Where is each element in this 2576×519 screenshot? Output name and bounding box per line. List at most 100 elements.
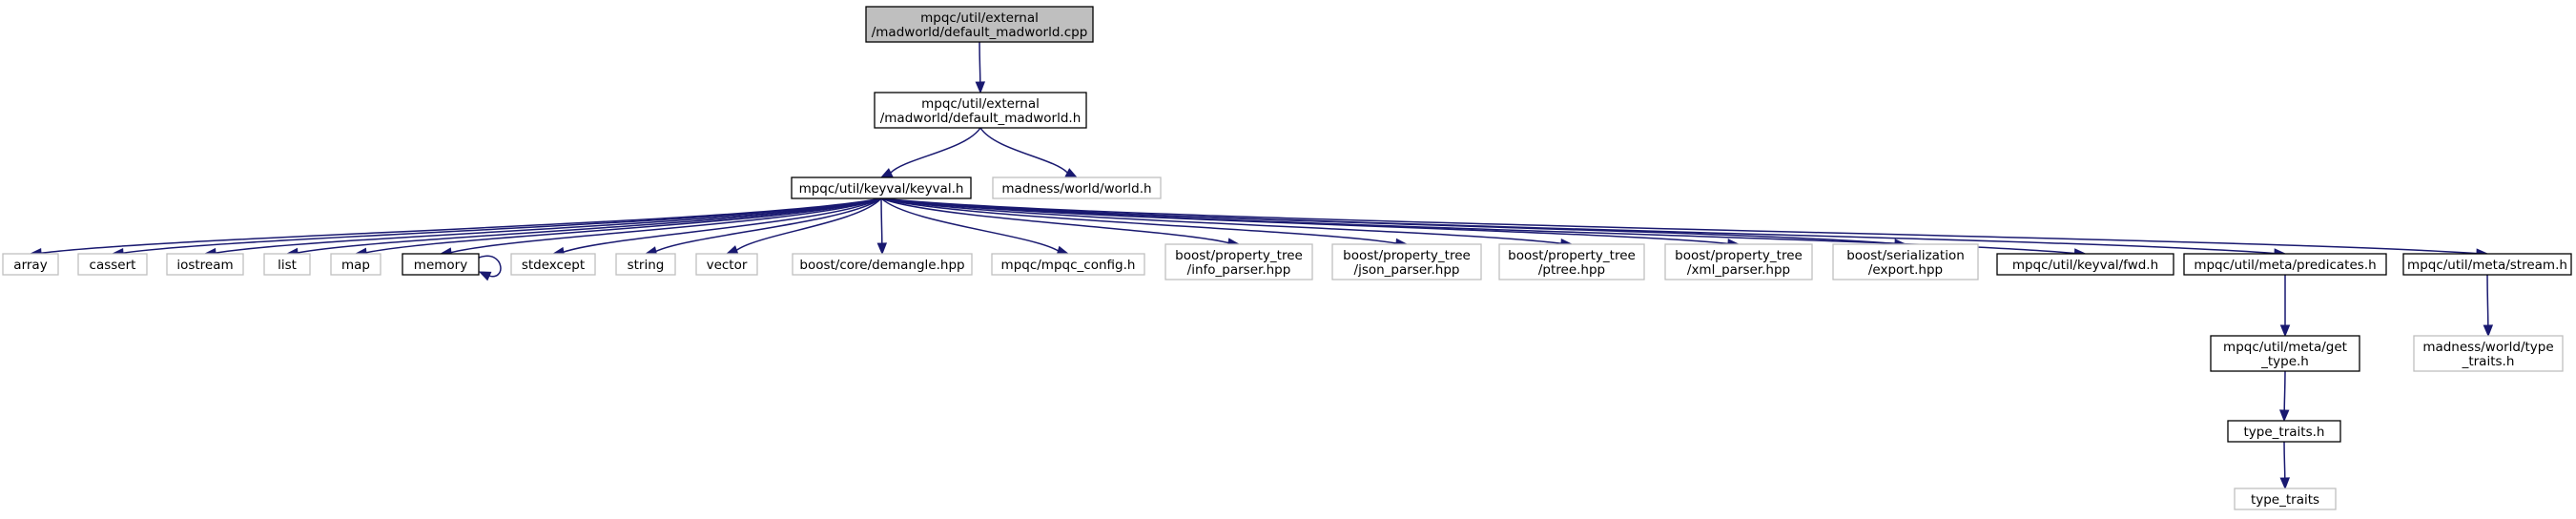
node-label: /xml_parser.hpp: [1687, 262, 1790, 278]
edge-gettype-to-tth: [2278, 370, 2290, 423]
edge-line: [979, 41, 981, 83]
node-box: [695, 253, 758, 276]
node-map: map: [330, 253, 381, 276]
edge-line: [880, 197, 883, 244]
node-demangle: boost/core/demangle.hpp: [792, 253, 973, 276]
edge-line: [2283, 441, 2286, 479]
node-label: /json_parser.hpp: [1354, 262, 1460, 278]
node-box: [874, 92, 1087, 129]
edges-layer: [29, 41, 2494, 490]
node-label: mpqc/mpqc_config.h: [1001, 258, 1136, 273]
node-json: boost/property_tree/json_parser.hpp: [1331, 243, 1482, 280]
node-box: [992, 176, 1162, 199]
node-label: array: [13, 258, 47, 273]
node-label: vector: [707, 258, 748, 273]
edge-arrowhead: [2278, 409, 2290, 423]
edge-line: [735, 197, 882, 251]
node-label: boost/property_tree: [1508, 248, 1636, 263]
edge-arrowhead: [879, 168, 894, 178]
node-box: [1996, 253, 2174, 276]
node-box: [166, 253, 244, 276]
node-label: string: [628, 258, 665, 273]
node-label: boost/serialization: [1846, 248, 1965, 263]
node-label: boost/property_tree: [1175, 248, 1303, 263]
node-label: _traits.h: [2462, 354, 2515, 369]
node-box: [2402, 253, 2572, 276]
edge-arrowhead: [2279, 324, 2291, 338]
edge-line: [40, 197, 882, 255]
edge-arrowhead: [1064, 168, 1079, 178]
edge-line: [365, 197, 882, 254]
edge-line: [890, 127, 981, 174]
node-label: _type.h: [2260, 354, 2309, 369]
node-box: [791, 176, 972, 199]
node-tth[interactable]: type_traits.h: [2227, 420, 2341, 443]
node-label: list: [278, 258, 297, 273]
node-box: [402, 253, 480, 276]
node-dmh[interactable]: mpqc/util/external/madworld/default_madw…: [874, 92, 1087, 129]
edge-arrowhead: [975, 81, 986, 94]
node-string: string: [615, 253, 676, 276]
node-box: [2183, 253, 2387, 276]
edge-line: [2486, 274, 2489, 326]
node-fwd[interactable]: mpqc/util/keyval/fwd.h: [1996, 253, 2174, 276]
node-label: boost/core/demangle.hpp: [799, 258, 964, 273]
node-label: /madworld/default_madworld.h: [880, 111, 1082, 126]
node-keyval[interactable]: mpqc/util/keyval/keyval.h: [791, 176, 972, 199]
node-xml: boost/property_tree/xml_parser.hpp: [1664, 243, 1813, 280]
node-label: boost/property_tree: [1343, 248, 1471, 263]
node-box: [77, 253, 148, 276]
edge-predicates-to-gettype: [2279, 275, 2291, 338]
edge-dmh-to-keyval: [879, 127, 981, 178]
node-root[interactable]: mpqc/util/external/madworld/default_madw…: [865, 6, 1094, 43]
edge-memory-to-memory: [478, 255, 502, 281]
node-box: [2, 253, 59, 276]
node-ptree: boost/property_tree/ptree.hpp: [1498, 243, 1645, 280]
edge-line: [979, 127, 1068, 174]
node-config: mpqc/mpqc_config.h: [991, 253, 1145, 276]
node-label: mpqc/util/external: [920, 10, 1039, 26]
edge-line: [122, 197, 882, 254]
edge-arrowhead: [478, 271, 492, 281]
node-box: [865, 6, 1094, 43]
node-predicates[interactable]: mpqc/util/meta/predicates.h: [2183, 253, 2387, 276]
node-label: mpqc/util/meta/predicates.h: [2194, 258, 2376, 273]
edge-line: [880, 197, 1229, 244]
node-memory[interactable]: memory: [402, 253, 480, 276]
edge-arrowhead: [2483, 324, 2494, 338]
node-label: mpqc/util/meta/get: [2223, 340, 2347, 355]
node-box: [510, 253, 596, 276]
node-label: mpqc/util/keyval/fwd.h: [2012, 258, 2158, 273]
edge-line: [655, 197, 882, 253]
edge-line: [215, 197, 882, 254]
node-label: boost/property_tree: [1675, 248, 1803, 263]
edge-line: [880, 197, 1059, 252]
edge-arrowhead: [725, 245, 739, 256]
edge-line: [880, 197, 2276, 255]
node-label: mpqc/util/keyval/keyval.h: [799, 181, 964, 197]
node-label: /madworld/default_madworld.cpp: [872, 25, 1088, 40]
node-box: [792, 253, 973, 276]
edge-line: [478, 255, 502, 278]
edge-keyval-to-iostream: [203, 197, 882, 259]
node-vector: vector: [695, 253, 758, 276]
node-world: madness/world/world.h: [992, 176, 1162, 199]
node-box: [330, 253, 381, 276]
node-label: type_traits.h: [2244, 425, 2325, 440]
node-stream[interactable]: mpqc/util/meta/stream.h: [2402, 253, 2572, 276]
node-mtt: madness/world/type_traits.h: [2413, 335, 2564, 372]
edge-dmh-to-world: [979, 127, 1079, 178]
node-box: [2210, 335, 2360, 372]
node-box: [1498, 243, 1645, 280]
node-label: map: [341, 258, 370, 273]
edge-arrowhead: [876, 242, 888, 256]
node-box: [2234, 488, 2337, 510]
node-box: [1832, 243, 1979, 280]
node-label: madness/world/world.h: [1001, 181, 1151, 197]
node-gettype[interactable]: mpqc/util/meta/get_type.h: [2210, 335, 2360, 372]
node-label: iostream: [176, 258, 233, 273]
node-label: mpqc/util/meta/stream.h: [2407, 258, 2567, 273]
edge-arrowhead: [2279, 477, 2291, 490]
node-iostream: iostream: [166, 253, 244, 276]
